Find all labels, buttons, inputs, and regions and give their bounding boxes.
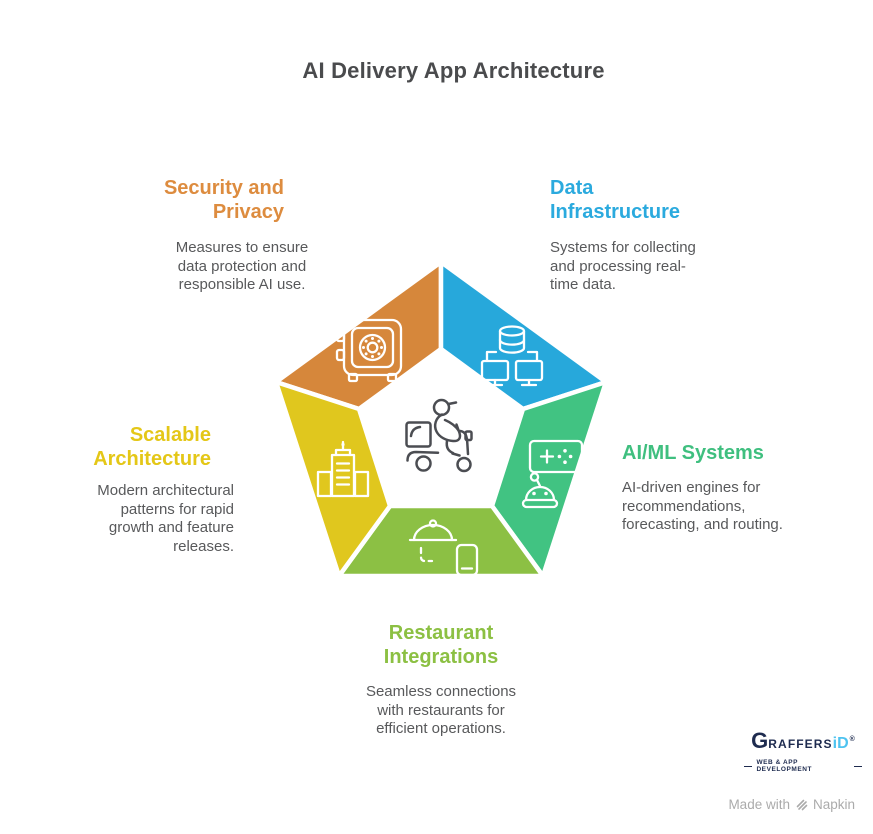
dish-phone-icon <box>408 519 479 577</box>
restaurant-integrations-description: Seamless connections with restaurants fo… <box>365 683 517 737</box>
logo-g-letter: G <box>751 728 769 753</box>
tagline-dash-left <box>744 765 753 767</box>
logo-id-text: iD <box>832 735 849 752</box>
made-with-napkin-badge[interactable]: Made with Napkin <box>728 797 855 812</box>
tagline-dash-right <box>853 765 862 767</box>
safe-icon <box>335 318 403 383</box>
restaurant-integrations-heading: Restaurant Integrations <box>383 622 499 668</box>
aiml-systems-heading: AI/ML Systems <box>622 442 764 464</box>
tagline-text: WEB & APP DEVELOPMENT <box>756 759 812 773</box>
logo-tagline: WEB & APP DEVELOPMENT <box>744 759 862 773</box>
napkin-icon <box>796 799 808 811</box>
buildings-icon <box>316 440 370 498</box>
data-infrastructure-description: Systems for collecting and processing re… <box>550 239 696 293</box>
napkin-text: Napkin <box>812 797 855 812</box>
data-infrastructure-heading: Data Infrastructure <box>550 177 681 223</box>
delivery-scooter-icon <box>405 398 473 473</box>
scalable-architecture-heading: Scalable Architecture <box>93 424 211 470</box>
page-title: AI Delivery App Architecture <box>302 58 605 83</box>
security-privacy-description: Measures to ensure data protection and r… <box>175 239 309 293</box>
scalable-architecture-description: Modern architectural patterns for rapid … <box>97 482 234 555</box>
database-network-icon <box>480 325 544 387</box>
registered-mark: ® <box>849 736 855 743</box>
aiml-systems-description: AI-driven engines for recommendations, f… <box>622 479 783 533</box>
made-with-text: Made with <box>728 797 790 812</box>
security-privacy-heading: Security and Privacy <box>163 177 284 223</box>
robot-icon <box>521 439 584 509</box>
logo-raffers-text: RAFFERS <box>768 737 833 751</box>
